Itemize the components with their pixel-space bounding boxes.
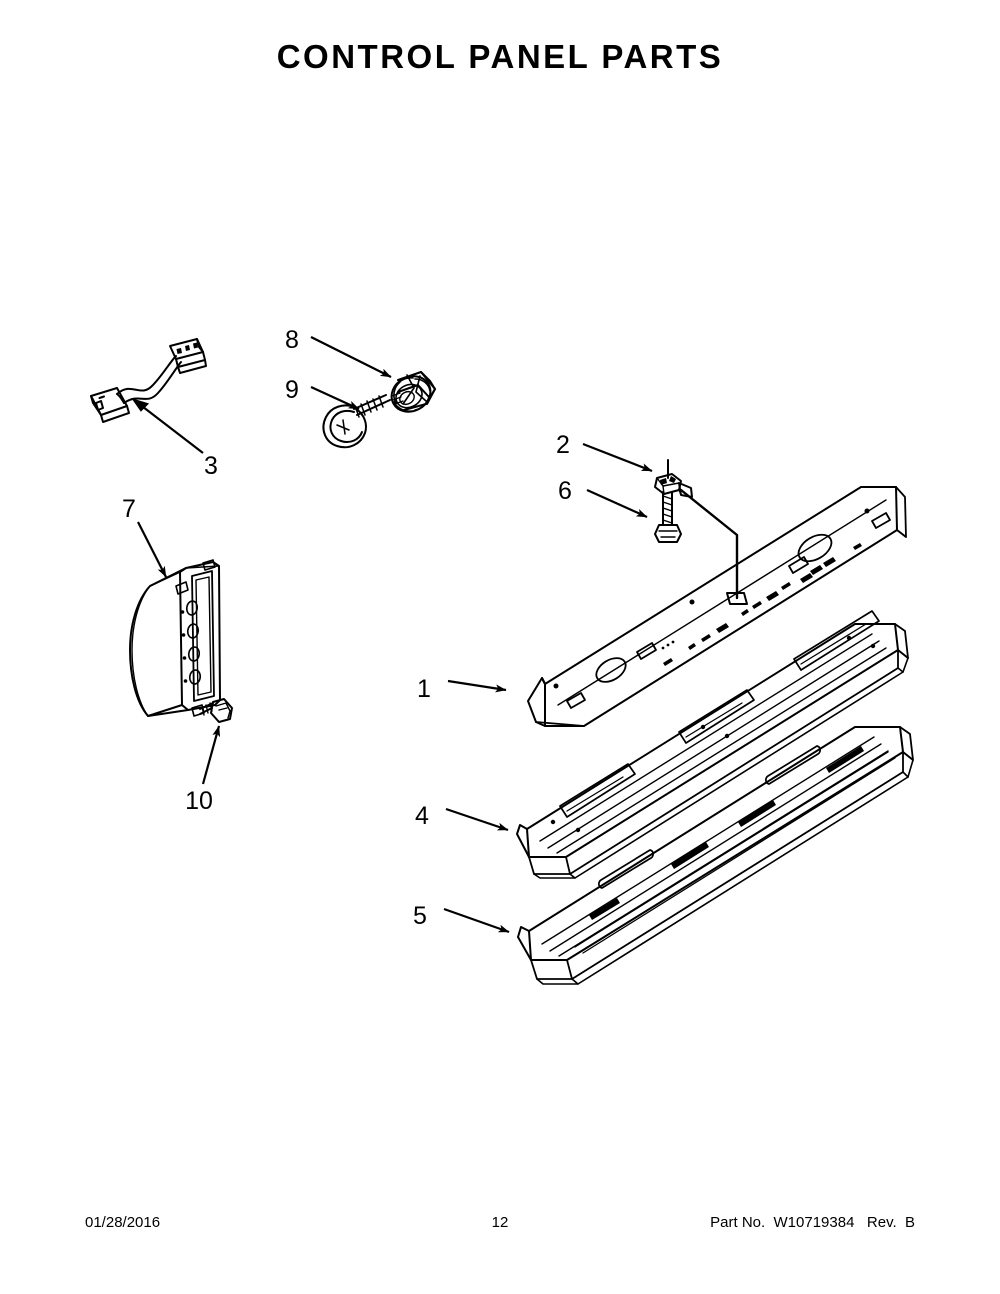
- part-clip-retainer: [654, 459, 693, 498]
- callout-leader-7: [137, 521, 167, 578]
- exploded-parts-drawing: 1 2 3 4 5 6 7 8 9 10: [90, 326, 914, 985]
- part-lower-rail-bottom: [517, 726, 914, 985]
- part-wire-harness: [90, 338, 207, 423]
- part-lower-rail-upper: [516, 610, 909, 879]
- callout-number-5: 5: [413, 902, 427, 930]
- part-lamp-socket: [390, 371, 436, 413]
- callout-numbers: 1 2 3 4 5 6 7 8 9 10: [122, 326, 572, 930]
- callout-leader-3: [133, 399, 204, 454]
- callout-leader-9: [310, 386, 360, 410]
- callout-leader-3-head: [131, 398, 150, 412]
- diagram-area: 1 2 3 4 5 6 7 8 9 10: [90, 326, 914, 985]
- part-control-panel-module: [129, 559, 221, 717]
- part-lamp-assembly: [322, 371, 436, 449]
- callout-number-9: 9: [285, 376, 299, 404]
- callout-leader-1: [447, 679, 507, 693]
- callout-number-8: 8: [285, 326, 299, 354]
- callout-number-4: 4: [415, 802, 429, 830]
- callout-number-6: 6: [558, 477, 572, 505]
- callout-leader-5: [443, 907, 510, 934]
- callout-number-10: 10: [185, 787, 213, 815]
- callout-leader-6: [586, 488, 648, 519]
- callout-leader-10: [201, 725, 221, 785]
- part-lamp-neck: [353, 394, 391, 418]
- footer-page-number: 12: [491, 1214, 509, 1231]
- part-screw-control-panel: [199, 698, 233, 723]
- callout-number-7: 7: [122, 495, 136, 523]
- footer-part-number: Part No. W10719384 Rev. B: [710, 1214, 915, 1231]
- callout-number-1: 1: [417, 675, 431, 703]
- callout-number-2: 2: [556, 431, 570, 459]
- part-light-bulb: [322, 404, 367, 449]
- part-control-panel-bracket: [527, 486, 907, 727]
- callout-leader-4: [445, 807, 509, 832]
- page-title: CONTROL PANEL PARTS: [276, 38, 724, 75]
- callout-number-3: 3: [204, 452, 218, 480]
- callout-leader-8: [310, 336, 392, 378]
- callout-leader-2: [582, 442, 653, 473]
- clip-leader-line: [679, 488, 739, 600]
- footer-date: 01/28/2016: [85, 1214, 161, 1231]
- part-screw-panel: [654, 491, 682, 543]
- page-footer: 01/28/2016 12 Part No. W10719384 Rev. B: [0, 1214, 1000, 1236]
